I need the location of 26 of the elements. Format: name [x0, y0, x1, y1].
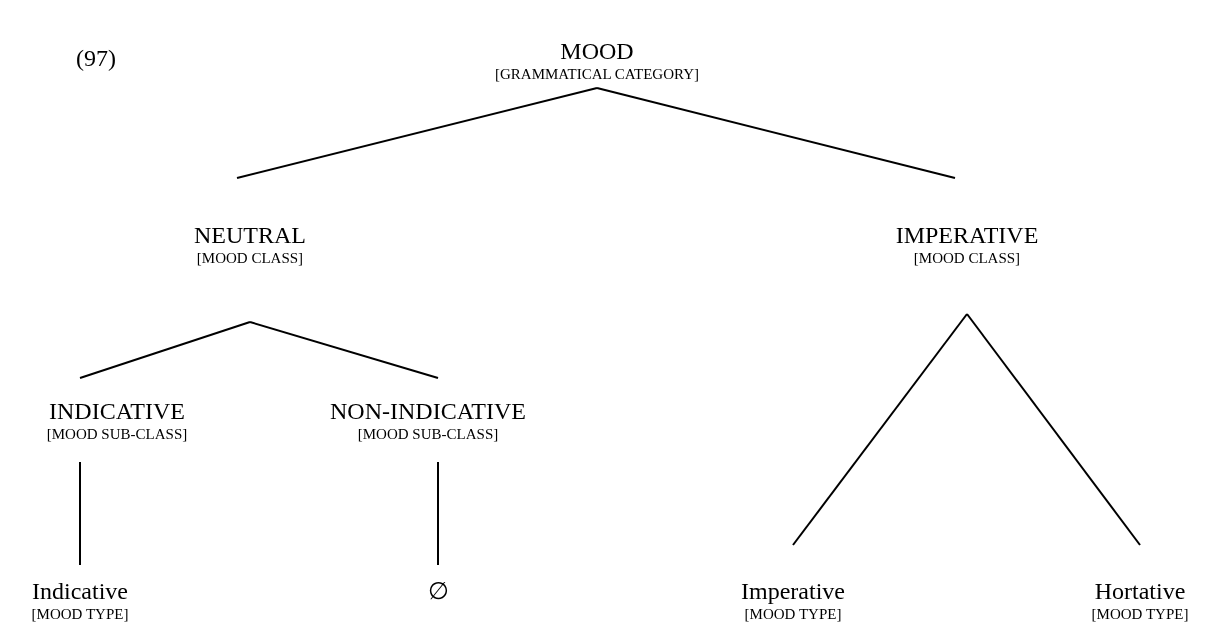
tree-branch-line [596, 87, 956, 179]
tree-branch-line [79, 461, 81, 566]
category-label: [MOOD TYPE] [31, 605, 129, 624]
category-label: [GRAMMATICAL CATEGORY] [495, 65, 699, 84]
tree-branch-line [792, 313, 968, 546]
category-label: [MOOD TYPE] [744, 605, 842, 624]
node-label: Hortative [1094, 578, 1186, 605]
node-label: NEUTRAL [194, 222, 306, 249]
node-label: MOOD [560, 38, 634, 65]
tree-branch-line [249, 321, 439, 379]
node-label: NON-INDICATIVE [330, 398, 526, 425]
tree-branch-line [966, 313, 1141, 546]
tree-branch-line [79, 321, 251, 379]
node-label: Imperative [741, 578, 845, 605]
example-number: (97) [76, 45, 116, 72]
category-label: [MOOD TYPE] [1091, 605, 1189, 624]
node-label: INDICATIVE [49, 398, 185, 425]
category-label: [MOOD SUB-CLASS] [46, 425, 188, 444]
node-label: Indicative [32, 578, 128, 605]
node-label: IMPERATIVE [895, 222, 1039, 249]
tree-branch-line [437, 461, 439, 566]
node-label: ∅ [427, 578, 449, 605]
category-label: [MOOD SUB-CLASS] [357, 425, 499, 444]
category-label: [MOOD CLASS] [196, 249, 304, 268]
category-label: [MOOD CLASS] [913, 249, 1021, 268]
tree-branch-line [236, 87, 598, 179]
